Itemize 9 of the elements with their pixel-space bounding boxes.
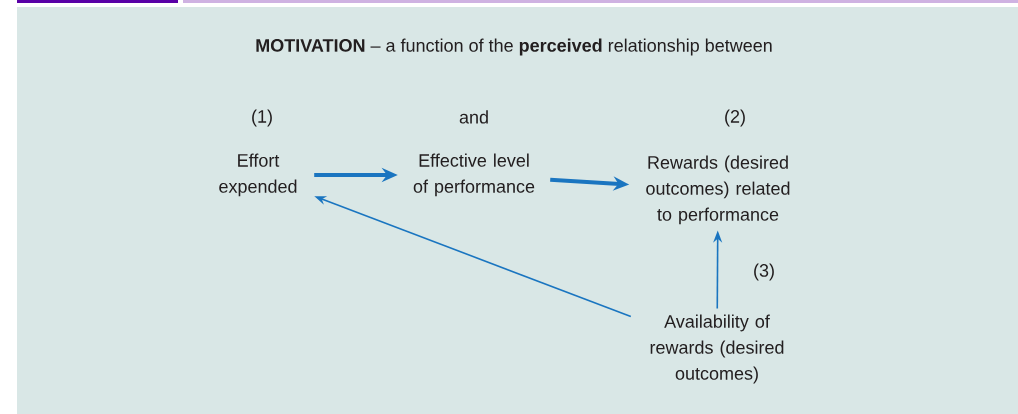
edge-label: (3) — [751, 261, 777, 283]
node-text: Rewards (desired outcomes) related to performance — [646, 155, 790, 225]
number-label: (2) — [725, 109, 745, 127]
connector-word: and — [459, 110, 488, 124]
number-label: (1) — [252, 109, 272, 127]
node-text: Effort expended — [219, 153, 297, 197]
title: MOTIVATION – a function of the perceived relationship between — [256, 38, 772, 56]
node-text: Effective level of performance — [413, 153, 535, 197]
node-text: Availability of rewards (desired outcomes) — [650, 314, 784, 384]
